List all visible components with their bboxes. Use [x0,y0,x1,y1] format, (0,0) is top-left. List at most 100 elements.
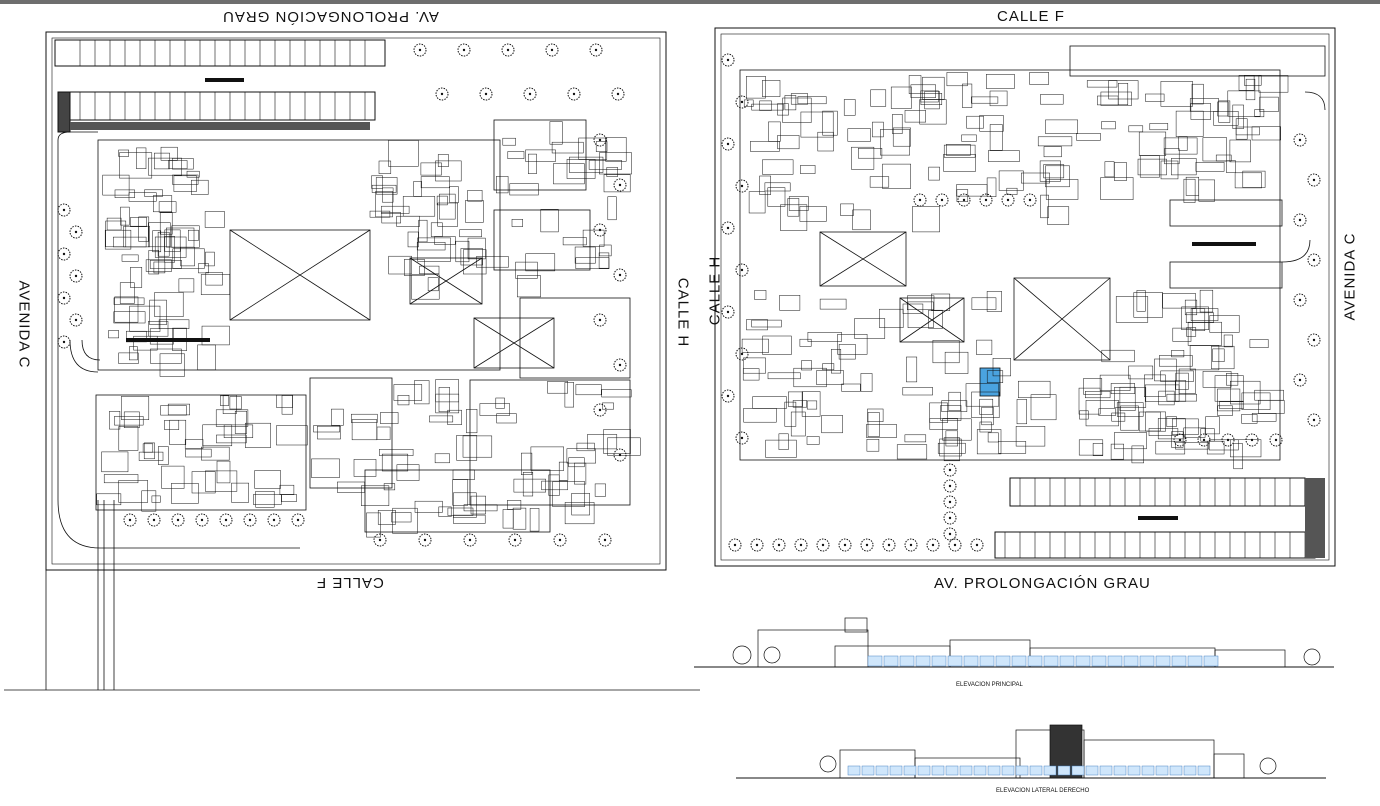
tree-symbol [413,43,427,57]
right-street-right-label: AVENIDA C [1341,232,1359,321]
room [129,305,161,332]
room [940,405,962,421]
room [1047,206,1070,225]
room [553,163,585,185]
room [407,231,419,248]
room [920,90,939,103]
room [1183,178,1196,203]
tree-symbol [553,533,567,547]
room [216,460,231,484]
room [337,481,365,493]
room [202,424,233,447]
room [1100,177,1134,200]
room [361,485,390,506]
room [159,353,185,377]
room [164,229,181,252]
room [981,406,994,426]
room [164,236,175,263]
window [1169,765,1183,776]
room [790,411,806,437]
room [1086,80,1118,88]
room [169,419,187,445]
room [1092,443,1104,456]
room [375,191,393,218]
room [1101,349,1135,363]
room [605,137,627,162]
room [976,429,1002,455]
window [1001,765,1015,776]
tree-symbol [721,221,735,235]
room [1241,392,1271,410]
room [799,206,827,222]
room [1230,380,1261,405]
room [1251,126,1281,141]
room [549,121,563,145]
room [540,209,559,233]
room [1185,176,1199,196]
room [1118,83,1129,106]
room [130,217,147,227]
room [841,383,861,392]
room [430,222,443,237]
room [929,402,948,423]
room [507,151,525,159]
room [1235,118,1248,140]
room [971,391,1000,418]
tree-symbol [195,513,209,527]
room [1217,388,1241,412]
window [1043,655,1059,667]
window [1183,765,1197,776]
room [979,398,994,415]
room [453,514,486,524]
room [276,394,293,408]
room [191,179,209,195]
room [172,248,205,269]
tree-symbol [1307,413,1321,427]
window [973,765,987,776]
room [126,330,147,343]
room [511,219,523,227]
room [447,409,462,425]
room [998,170,1024,191]
tree-symbol [69,225,83,239]
room [168,160,188,169]
room [784,95,797,111]
room [1259,96,1279,112]
room [142,443,154,453]
window [1015,765,1029,776]
room [216,434,247,444]
tree-symbol [957,193,971,207]
room [910,84,936,98]
tree-symbol [750,538,764,552]
room [465,200,484,223]
room [435,379,459,403]
room [1030,394,1057,421]
room [838,344,856,360]
tree-symbol [1001,193,1015,207]
elevation-principal [694,617,1334,668]
room [1195,162,1225,172]
room [1206,440,1225,455]
room [123,411,140,428]
tree-symbol [613,178,627,192]
tree-symbol [721,305,735,319]
room [417,237,451,262]
room [113,297,145,305]
room [1131,445,1144,464]
room [751,103,784,111]
room [547,381,568,394]
room [1171,350,1185,358]
room [420,162,442,176]
window [1029,765,1043,776]
room [1164,148,1180,165]
room [103,474,139,484]
room [767,372,801,380]
room [1166,393,1197,402]
room [118,480,148,503]
room [928,166,940,181]
window [875,765,889,776]
room [281,494,297,502]
window [1155,655,1171,667]
room [205,251,215,267]
room [392,507,418,534]
